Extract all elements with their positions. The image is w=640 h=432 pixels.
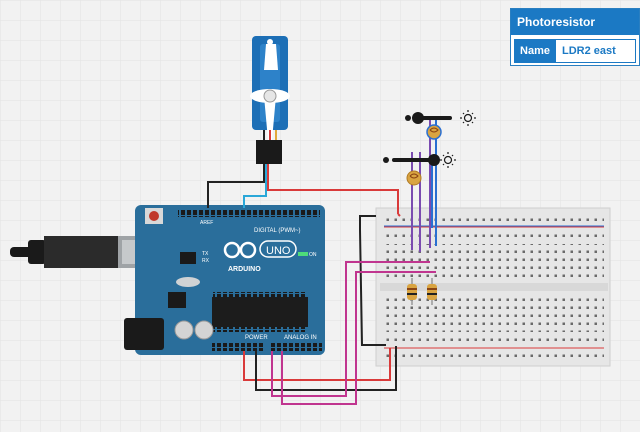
digital-label: DIGITAL (PWM~) bbox=[254, 228, 301, 234]
on-label: ON bbox=[309, 252, 317, 258]
analog-label: ANALOG IN bbox=[284, 335, 317, 341]
arduino-uno-board[interactable]: ARDUINO UNO DIGITAL (PWM~) POWER ANALOG … bbox=[124, 205, 325, 355]
on-led bbox=[298, 252, 308, 256]
power-label: POWER bbox=[245, 335, 268, 341]
digital-header[interactable] bbox=[178, 209, 320, 217]
photoresistor-ldr1[interactable] bbox=[406, 170, 422, 186]
name-label: Name bbox=[520, 45, 550, 57]
analog-header[interactable] bbox=[270, 343, 322, 351]
tx-label: TX bbox=[202, 251, 209, 257]
sun-icon bbox=[460, 110, 476, 126]
properties-panel: Photoresistor Name LDR2 east bbox=[510, 8, 640, 66]
capacitor bbox=[194, 320, 214, 340]
arduino-logo-icon bbox=[223, 241, 241, 259]
power-jack bbox=[124, 318, 164, 350]
wires[interactable] bbox=[207, 120, 437, 405]
light-slider[interactable] bbox=[405, 110, 476, 126]
rx-label: RX bbox=[202, 258, 210, 264]
servo-motor[interactable] bbox=[250, 36, 290, 164]
photoresistor-ldr2-east[interactable] bbox=[426, 124, 442, 140]
slider-min-dot-icon bbox=[405, 115, 411, 121]
slider-min-dot-icon bbox=[383, 157, 389, 163]
capacitor bbox=[174, 320, 194, 340]
sun-icon bbox=[440, 152, 456, 168]
arduino-logo-text: ARDUINO bbox=[228, 266, 261, 273]
aref-label: AREF bbox=[200, 220, 213, 226]
panel-title: Photoresistor bbox=[511, 9, 639, 35]
name-row: Name LDR2 east bbox=[514, 39, 636, 63]
power-header[interactable] bbox=[212, 343, 264, 351]
resistor[interactable] bbox=[407, 278, 417, 305]
slider-knob-icon[interactable] bbox=[412, 112, 424, 124]
servo-connector[interactable] bbox=[256, 140, 282, 164]
atmega-chip bbox=[212, 297, 308, 327]
slider-knob-icon[interactable] bbox=[428, 154, 440, 166]
uno-label: UNO bbox=[266, 245, 291, 257]
resistor[interactable] bbox=[427, 278, 437, 305]
name-field[interactable]: LDR2 east bbox=[556, 40, 635, 62]
light-slider[interactable] bbox=[383, 152, 456, 168]
